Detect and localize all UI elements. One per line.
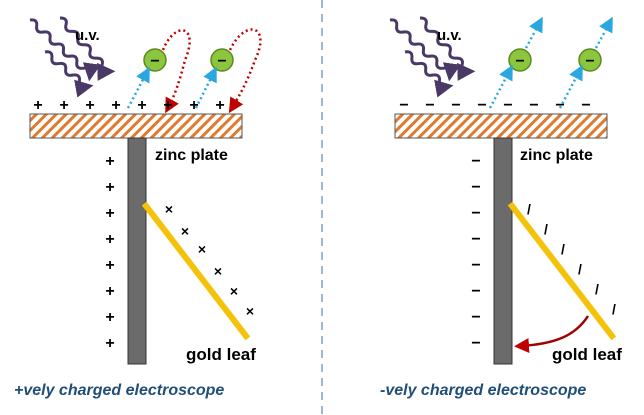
plate-charge: −	[555, 97, 564, 114]
uv-waves-right	[389, 16, 476, 98]
rod-charge: +	[105, 309, 114, 326]
electron-symbol: −	[585, 53, 594, 70]
plate-charge: +	[137, 97, 146, 114]
plate-charge: +	[215, 97, 224, 114]
caption-left: +vely charged electroscope	[14, 382, 224, 399]
electron-left-1: −	[143, 48, 167, 72]
electron-symbol: −	[150, 53, 159, 70]
leaf-collapse-arrow	[514, 315, 590, 353]
plate-charge: −	[451, 97, 460, 114]
rod-charges-left: + + + + + + + +	[105, 153, 114, 352]
leaf-charge: /	[527, 201, 531, 217]
electroscope-rod-left	[127, 137, 147, 365]
plate-charge: +	[189, 97, 198, 114]
leaf-charge: ×	[214, 263, 222, 279]
leaf-charges-right: / / / / / /	[527, 201, 616, 317]
electron-path-right-1b	[524, 16, 543, 49]
rod-charge: +	[105, 153, 114, 170]
uv-label-right: u.v.	[437, 27, 462, 44]
right-panel: u.v. − − − − − − − − − − zinc plate	[380, 16, 622, 399]
leaf-charge: ×	[165, 201, 173, 217]
zinc-plate-label-left: zinc plate	[155, 147, 228, 164]
plate-charge: −	[425, 97, 434, 114]
caption-right: -vely charged electroscope	[380, 382, 586, 399]
plate-charge: −	[477, 97, 486, 114]
leaf-charges-left: × × × × × ×	[165, 201, 254, 319]
electron-left-2: −	[210, 48, 234, 72]
return-path-left-1	[161, 29, 191, 114]
leaf-charge: ×	[181, 223, 189, 239]
zinc-plate-left	[29, 113, 243, 139]
rod-charge: +	[105, 231, 114, 248]
electron-symbol: −	[217, 53, 226, 70]
rod-charges-right: − − − − − − − −	[471, 153, 480, 352]
leaf-charge: /	[544, 221, 548, 237]
leaf-charge: /	[612, 301, 616, 317]
leaf-charge: /	[595, 281, 599, 297]
plate-charge: +	[111, 97, 120, 114]
gold-leaf-left	[141, 201, 251, 341]
plate-charge: +	[163, 97, 172, 114]
zinc-plate-label-right: zinc plate	[520, 147, 593, 164]
gold-leaf-label-left: gold leaf	[186, 345, 256, 364]
electron-path-right-1	[488, 64, 513, 109]
plate-charges-right: − − − − − − − −	[399, 97, 590, 114]
leaf-charge: /	[561, 241, 565, 257]
plate-charge: −	[399, 97, 408, 114]
rod-charge: −	[471, 179, 480, 196]
electron-right-2: −	[578, 48, 602, 72]
plate-charge: +	[85, 97, 94, 114]
electron-symbol: −	[515, 53, 524, 70]
rod-charge: +	[105, 257, 114, 274]
leaf-charge: ×	[246, 303, 254, 319]
electron-path-right-2	[558, 64, 583, 109]
rod-charge: −	[471, 309, 480, 326]
uv-waves-left	[29, 16, 116, 98]
rod-charge: +	[105, 205, 114, 222]
plate-charges-left: + + + + + + + +	[33, 97, 224, 114]
electron-right-1: −	[508, 48, 532, 72]
plate-charge: −	[503, 97, 512, 114]
left-panel: u.v. − − + + + + + + + + zinc plate	[14, 16, 262, 399]
zinc-plate-right	[394, 113, 608, 139]
electron-path-left-1	[126, 66, 150, 109]
plate-charge: −	[581, 97, 590, 114]
rod-charge: −	[471, 257, 480, 274]
rod-charge: −	[471, 205, 480, 222]
gold-leaf-label-right: gold leaf	[552, 345, 622, 364]
uv-label-left: u.v.	[75, 27, 100, 44]
plate-charge: +	[33, 97, 42, 114]
electroscope-rod-right	[493, 137, 513, 365]
rod-charge: +	[105, 283, 114, 300]
plate-charge: −	[529, 97, 538, 114]
rod-charge: +	[105, 179, 114, 196]
leaf-charge: /	[578, 261, 582, 277]
leaf-charge: ×	[230, 283, 238, 299]
rod-charge: −	[471, 231, 480, 248]
plate-charge: +	[59, 97, 68, 114]
rod-charge: −	[471, 283, 480, 300]
rod-charge: −	[471, 153, 480, 170]
rod-charge: −	[471, 335, 480, 352]
electron-path-left-2	[194, 66, 217, 109]
electron-path-right-2b	[594, 16, 613, 49]
rod-charge: +	[105, 335, 114, 352]
return-path-left-2	[228, 28, 262, 114]
gold-leaf-right	[507, 201, 617, 341]
leaf-charge: ×	[198, 241, 206, 257]
